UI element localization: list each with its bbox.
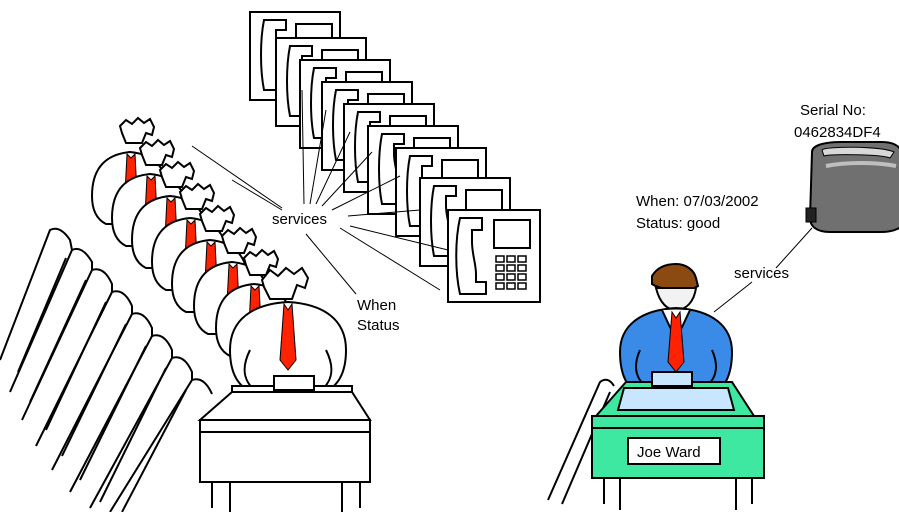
serial-no-value: 0462834DF4	[794, 124, 881, 141]
left-desk	[200, 376, 370, 512]
left-services-label: services	[272, 211, 327, 228]
phone-icon	[448, 210, 540, 302]
toaster-icon	[806, 142, 899, 232]
left-status-label: Status	[357, 317, 400, 334]
serial-no-label: Serial No:	[800, 102, 866, 119]
right-desk	[592, 372, 764, 510]
status-value-text: Status: good	[636, 215, 720, 232]
when-value-text: When: 07/03/2002	[636, 193, 759, 210]
phone-stack	[250, 12, 540, 302]
desk-nameplate: Joe Ward	[637, 444, 701, 461]
left-when-label: When	[357, 297, 396, 314]
right-services-label: services	[734, 265, 789, 282]
